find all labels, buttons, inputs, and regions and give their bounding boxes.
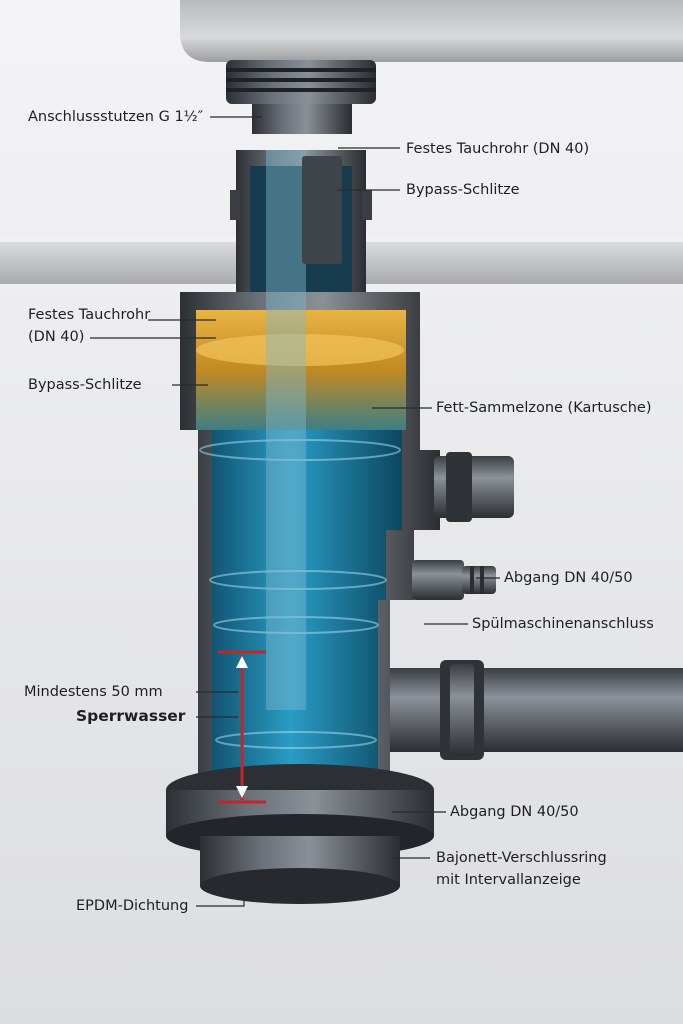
- label-abgang-mid: Abgang DN 40/50: [504, 570, 633, 586]
- label-tauchrohr-left-1: Festes Tauchrohr: [28, 307, 151, 323]
- dishwasher-nozzle: [412, 560, 496, 600]
- label-abgang-bottom: Abgang DN 40/50: [450, 804, 579, 820]
- leader-lines: [90, 116, 500, 907]
- label-bajonett-1: Bajonett-Verschlussring: [436, 850, 607, 866]
- sink-basin: [180, 0, 683, 62]
- label-sperrwasser: Sperrwasser: [76, 707, 186, 725]
- label-fett: Fett-Sammelzone (Kartusche): [436, 400, 652, 416]
- bypass-insert: [302, 156, 342, 264]
- label-epdm: EPDM-Dichtung: [76, 898, 189, 914]
- side-union-upper: [434, 452, 514, 522]
- label-tauchrohr-left-2: (DN 40): [28, 329, 85, 345]
- connector-nut: [226, 60, 376, 134]
- water-body: [200, 430, 402, 790]
- label-anschluss: Anschlussstutzen G 1½″: [28, 109, 204, 125]
- bayonet-ring: [166, 764, 434, 904]
- outlet-pipe: [390, 660, 683, 760]
- water-ripples: [199, 439, 401, 749]
- label-bypass-top: Bypass-Schlitze: [406, 182, 520, 198]
- label-tauchrohr-top: Festes Tauchrohr (DN 40): [406, 141, 590, 157]
- label-mindestens: Mindestens 50 mm: [24, 684, 163, 700]
- grease-zone: [196, 310, 406, 430]
- sperrwasser-measure: [218, 650, 266, 804]
- label-spuel: Spülmaschinenanschluss: [472, 616, 654, 632]
- label-bajonett-2: mit Intervallanzeige: [436, 872, 581, 888]
- label-bypass-left: Bypass-Schlitze: [28, 377, 142, 393]
- dip-tube: [266, 150, 306, 710]
- grease-surface: [196, 334, 404, 366]
